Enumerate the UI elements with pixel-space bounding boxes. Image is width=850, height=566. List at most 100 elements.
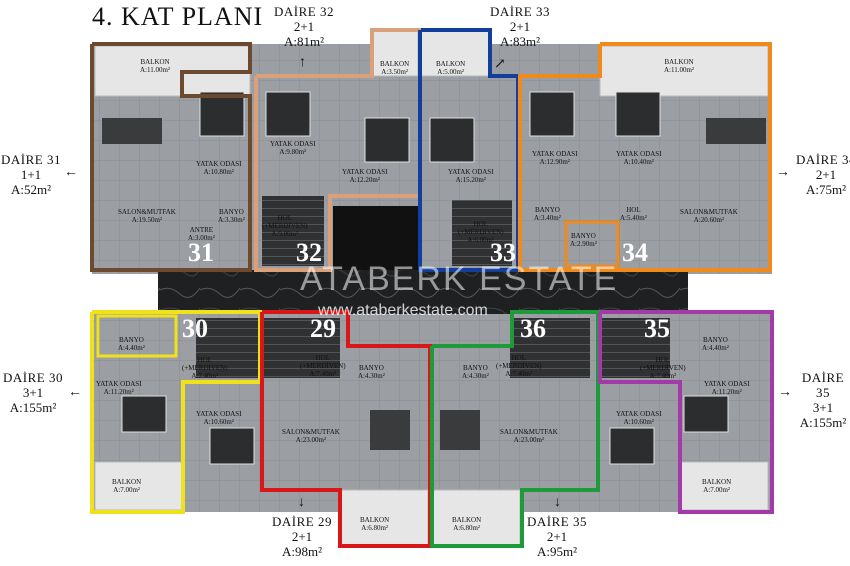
room-area: A:19.50m² [131,216,163,224]
room-label-hol-33: HOL(+MERDİVEN)A:6.00m² [458,220,504,244]
apartment-type: 2+1 [293,19,315,34]
arrow-down-icon: ↓ [554,495,561,510]
room-label-hol-32: HOL(+MERDİVEN)A:9.00m² [262,214,308,238]
arrow-left-icon: ← [68,385,82,400]
room-name: ANTRE [189,226,214,234]
apartment-name: DAİRE 34 [796,152,850,167]
apartment-type: 2+1 [509,19,531,34]
room-area: A:3.00m² [188,234,215,242]
arrow-right-icon: → [776,165,790,180]
furniture-beds [121,91,729,465]
room-name: YATAK ODASI [196,160,242,168]
room-name: HOL [315,354,330,362]
apartment-label-35: DAİRE 35 3+1 A:155m² [796,370,850,430]
room-name: YATAK ODASI [270,140,316,148]
room-name: SALON&MUTFAK [680,208,738,216]
apartment-area: A:155m² [799,415,847,430]
apartment-name: DAİRE 29 [272,514,332,529]
room-name: YATAK ODASI [532,150,578,158]
apartment-label-33: DAİRE 33 2+1 A:83m² [484,4,556,49]
stair-32 [262,196,324,266]
unit-number-35: 35 [644,314,670,343]
apartment-area: A:75m² [805,182,846,197]
apartment-area: A:81m² [283,34,324,49]
arrow-right-icon: → [778,385,792,400]
room-area: A:6.80m² [453,524,480,532]
apartment-name: DAİRE 33 [490,4,550,19]
arrow-down-icon: ↓ [298,495,305,510]
unit-number-31: 31 [188,238,214,267]
room-area: A:11.20m² [711,388,742,396]
room-area: A:11.00m² [664,66,695,74]
room-area: A:5.00m² [437,68,464,76]
room-subname: (+MERDİVEN) [262,222,308,230]
room-name: BANYO [118,336,144,344]
watermark-brand: ATABERK ESTATE [300,260,619,298]
room-name: YATAK ODASI [704,380,750,388]
room-name: YATAK ODASI [448,168,494,176]
apartment-label-35-bottom: DAİRE 35 2+1 A:95m² [520,514,594,559]
room-name: HOL [197,356,212,364]
room-name: YATAK ODASI [616,150,662,158]
room-name: SALON&MUTFAK [118,208,176,216]
room-area: A:3.50m² [381,68,408,76]
apartment-area: A:98m² [281,544,322,559]
stair-36 [510,318,590,378]
room-area: A:12.20m² [349,176,380,184]
room-area: A:20.60m² [693,216,725,224]
room-name: SALON&MUTFAK [282,428,340,436]
apartment-label-34: DAİRE 34 2+1 A:75m² [796,152,850,197]
apartment-name: DAİRE 30 [3,370,63,385]
room-area: A:2.90m² [570,240,597,248]
watermark-url: www.ataberkestate.com [318,302,488,319]
room-name: HOL [626,206,641,214]
apartment-name: DAİRE 35 [801,370,845,400]
unit-number-30: 30 [182,314,208,343]
room-area: A:4.40m² [702,344,729,352]
room-name: BALKON [112,478,142,486]
room-name: YATAK ODASI [616,410,662,418]
room-area: A:4.30m² [358,372,385,380]
room-subname: (+MERDİVEN) [496,362,542,370]
apartment-area: A:95m² [536,544,577,559]
unit-number-33: 33 [490,238,516,267]
balcony-35 [679,461,769,511]
apartment-type: 3+1 [22,385,44,400]
balcony-36 [431,489,521,547]
room-area: A:9.00m² [271,230,299,238]
room-name: YATAK ODASI [196,410,242,418]
outline-36 [430,310,600,548]
arrow-up-icon: ↑ [299,55,306,70]
room-label-hol-36: HOL(+MERDİVEN)A:7.40m² [496,354,542,378]
room-area: A:6.80m² [361,524,388,532]
outline-34 [518,42,772,272]
room-label-hol-35: HOL(+MERDİVEN)A:7.40m² [640,356,686,380]
room-area: A:7.40m² [649,372,677,380]
room-name: BANYO [218,208,244,216]
page-title: 4. KAT PLANI [92,2,264,31]
apartment-name: DAİRE 32 [274,4,334,19]
room-label-hol-29: HOL(+MERDİVEN)A:7.40m² [300,354,346,378]
apartment-label-29: DAİRE 29 2+1 A:98m² [266,514,338,559]
room-area: A:7.40m² [191,372,219,380]
